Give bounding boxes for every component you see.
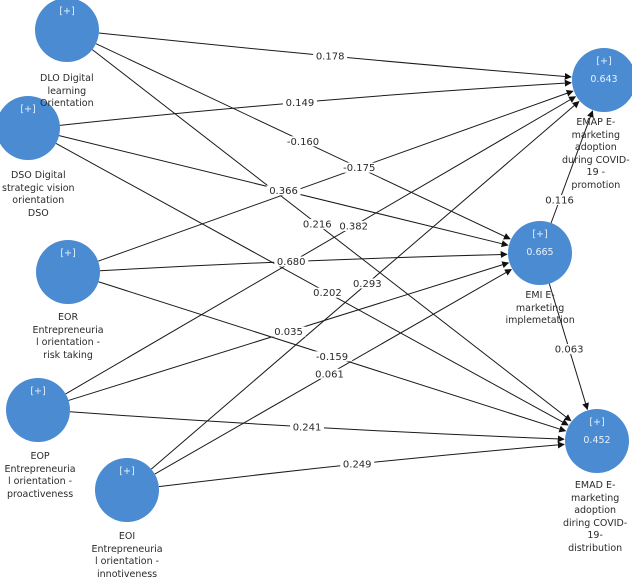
path-coefficient-eor-emap: -0.175 [343, 163, 375, 174]
node-label-line: adoption [562, 142, 630, 155]
node-label-line: promotion [562, 180, 630, 193]
node-eoi[interactable]: [+] [95, 458, 159, 522]
node-label-line: innotiveness [92, 569, 163, 581]
node-emad[interactable]: [+] 0.452 [565, 409, 629, 473]
expand-icon[interactable]: [+] [60, 248, 75, 259]
node-label-line: EMAP E- [562, 117, 630, 130]
expand-icon[interactable]: [+] [596, 56, 611, 67]
node-label-line: 19 - [562, 167, 630, 180]
node-label-line: EMI E- [506, 290, 575, 303]
node-label-line: during COVID- [562, 155, 630, 168]
node-label-line: marketing [562, 130, 630, 143]
node-label-line: Entrepreneuria [5, 464, 76, 477]
expand-icon[interactable]: [+] [30, 386, 45, 397]
node-label-line: EOR [33, 312, 104, 325]
node-label-line: diring COVID- [563, 518, 627, 531]
path-coefficient-eop-emad: 0.241 [293, 422, 322, 433]
node-emap[interactable]: [+] 0.643 [572, 48, 632, 112]
path-coefficient-eor-emad: -0.159 [316, 352, 348, 363]
node-label-line: DSO Digital [2, 170, 75, 183]
path-coefficient-eop-emi: 0.035 [274, 327, 303, 338]
path-model-diagram: 0.178 -0.160 0.216 0.149 0.366 0.202 -0.175 0.6… [0, 0, 632, 569]
expand-icon[interactable]: [+] [20, 104, 35, 115]
expand-icon[interactable]: [+] [532, 229, 547, 240]
path-coefficient-eoi-emad: 0.249 [343, 459, 372, 470]
node-label-line: distribution [563, 543, 627, 556]
path-coefficient-eoi-emi: 0.061 [315, 369, 344, 380]
path-coefficient-eoi-emap: 0.293 [353, 279, 382, 290]
node-dlo[interactable]: [+] [35, 0, 99, 62]
edge-dlo-emad [92, 50, 571, 421]
path-coefficient-dso-emap: 0.149 [286, 98, 315, 109]
expand-icon[interactable]: [+] [119, 466, 134, 477]
path-coefficient-emi-emad: 0.063 [555, 345, 584, 356]
node-label-line: learning [40, 86, 94, 99]
node-eop[interactable]: [+] [6, 378, 70, 442]
path-coefficient-dso-emi: 0.366 [269, 186, 298, 197]
path-coefficient-dlo-emi: -0.160 [287, 137, 319, 148]
node-label-line: marketing [563, 493, 627, 506]
path-coefficient-eop-emap: 0.382 [339, 221, 368, 232]
node-label-line: risk taking [33, 350, 104, 363]
node-label-line: EOP [5, 451, 76, 464]
node-eor[interactable]: [+] [36, 240, 100, 304]
path-coefficient-emi-emap: 0.116 [545, 196, 574, 207]
node-label-line: DLO Digital [40, 73, 94, 86]
r-squared-value: 0.452 [583, 435, 610, 446]
node-label-line: EMAD E- [563, 480, 627, 493]
node-label-line: l orientation - [5, 476, 76, 489]
node-label-line: 19- [563, 530, 627, 543]
r-squared-value: 0.643 [590, 74, 617, 85]
path-coefficient-dlo-emad: 0.216 [303, 220, 332, 231]
node-label-line: l orientation - [33, 337, 104, 350]
path-coefficient-dlo-emap: 0.178 [316, 52, 345, 63]
expand-icon[interactable]: [+] [59, 6, 74, 17]
r-squared-value: 0.665 [526, 247, 553, 258]
node-label-line: EOI [92, 531, 163, 544]
node-label-line: adoption [563, 505, 627, 518]
edge-dso-emad [56, 143, 568, 425]
node-label-line: marketing [506, 303, 575, 316]
node-label-line: l orientation - [92, 556, 163, 569]
node-label-line: Entrepreneuria [33, 325, 104, 338]
node-label-line: Entrepreneuria [92, 544, 163, 557]
node-label-line: orientation [2, 195, 75, 208]
expand-icon[interactable]: [+] [589, 417, 604, 428]
node-emi[interactable]: [+] 0.665 [508, 221, 572, 285]
node-label-line: proactiveness [5, 489, 76, 502]
node-label-line: strategic vision [2, 183, 75, 196]
node-label-line: Orientation [40, 98, 94, 111]
node-label-line: DSO [2, 208, 75, 221]
edge-eor-emap [98, 91, 573, 261]
path-coefficient-dso-emad: 0.202 [313, 288, 342, 299]
path-coefficient-eor-emi: 0.680 [277, 257, 306, 268]
node-label-line: implemetation [506, 315, 575, 328]
